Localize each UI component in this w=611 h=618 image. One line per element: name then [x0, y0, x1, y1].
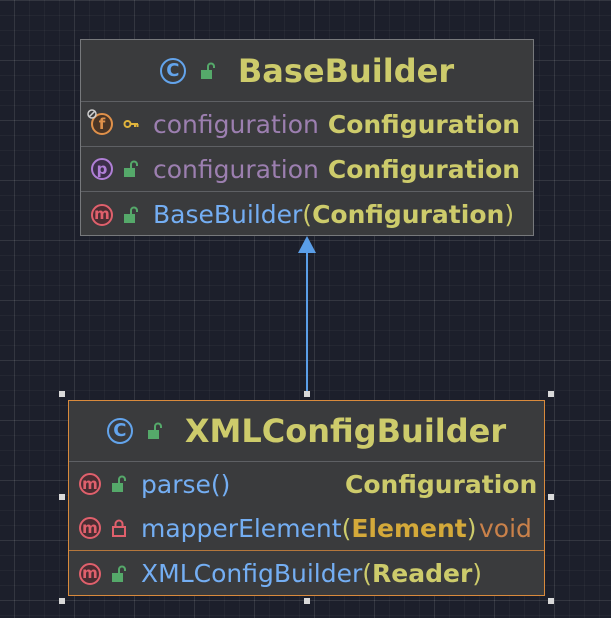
resize-handle-top-left[interactable] [59, 391, 65, 397]
method-icon: m [79, 562, 101, 585]
param-type: Reader [372, 559, 473, 588]
class-icon: C [159, 57, 186, 84]
return-type: Configuration [345, 469, 538, 499]
unlocked-green-icon [112, 475, 126, 492]
key-icon [123, 120, 139, 128]
resize-handle-bottom-right[interactable] [548, 598, 554, 604]
resize-handle-bottom[interactable] [304, 598, 310, 604]
locked-red-icon [112, 519, 126, 537]
method-icon: m [79, 517, 101, 539]
xml-config-builder-class[interactable]: C XMLConfigBuilder m parse() Configurati… [68, 400, 545, 596]
field-type: Configuration [327, 109, 521, 139]
resize-handle-top[interactable] [304, 391, 310, 397]
open-paren: ( [362, 559, 373, 588]
constructor-basebuilder[interactable]: m BaseBuilder ( Configuration ) [81, 192, 533, 237]
field-icon: f [87, 109, 113, 135]
close-paren: ) [504, 200, 515, 229]
close-paren: ) [466, 513, 477, 543]
final-marker-icon [87, 109, 97, 119]
open-paren: ( [302, 200, 313, 229]
unlocked-green-icon [124, 160, 138, 177]
class-header[interactable]: C BaseBuilder [81, 40, 533, 102]
resize-handle-top-right[interactable] [548, 391, 554, 397]
method-icon: m [79, 473, 101, 495]
property-configuration[interactable]: p configuration Configuration [81, 147, 533, 192]
param-type: Element [351, 513, 467, 543]
unlocked-green-icon [112, 565, 126, 582]
method-icon: m [91, 203, 113, 226]
class-title: BaseBuilder [237, 51, 455, 90]
class-icon: C [106, 418, 133, 444]
return-type: void [479, 513, 532, 543]
unlocked-green-icon [147, 422, 162, 439]
open-paren: ( [341, 513, 352, 543]
constructor-xmlconfigbuilder[interactable]: m XMLConfigBuilder ( Reader ) [69, 550, 544, 596]
resize-handle-bottom-left[interactable] [59, 598, 65, 604]
unlocked-green-icon [200, 62, 215, 79]
property-name: configuration [153, 154, 319, 184]
unlocked-green-icon [124, 206, 138, 223]
property-icon: p [91, 158, 113, 180]
method-parse[interactable]: m parse() Configuration [69, 462, 544, 506]
method-name: mapperElement [141, 513, 342, 543]
class-title: XMLConfigBuilder [184, 412, 507, 450]
constructor-name: BaseBuilder [153, 200, 303, 229]
close-paren: ) [472, 559, 483, 588]
resize-handle-right[interactable] [548, 494, 554, 500]
field-name: configuration [153, 109, 319, 139]
field-configuration[interactable]: f configuration Configuration [81, 102, 533, 147]
class-header[interactable]: C XMLConfigBuilder [69, 401, 544, 462]
constructor-name: XMLConfigBuilder [141, 559, 363, 588]
inheritance-arrowhead [298, 236, 316, 253]
method-name: parse() [141, 469, 231, 499]
base-builder-class[interactable]: C BaseBuilder f configuration Configurat… [80, 39, 534, 236]
property-type: Configuration [327, 154, 521, 184]
param-type: Configuration [312, 200, 505, 229]
method-mapperelement[interactable]: m mapperElement ( Element ) void [69, 506, 544, 550]
resize-handle-left[interactable] [59, 494, 65, 500]
